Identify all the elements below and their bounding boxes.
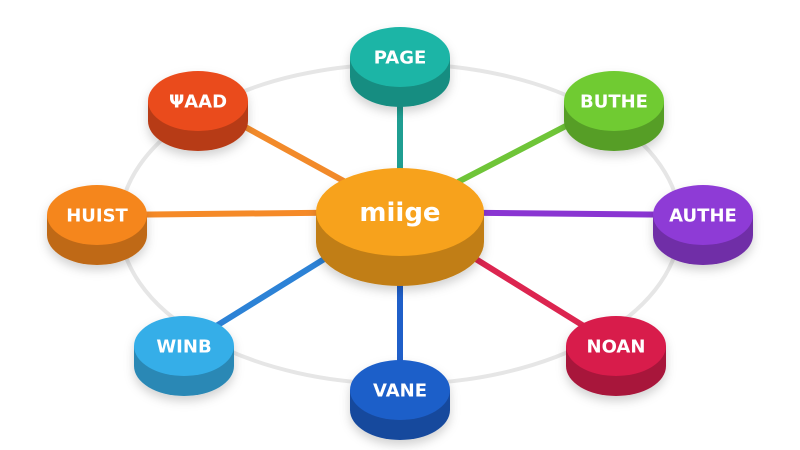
node-vane-label: VANE <box>373 381 427 402</box>
node-noan-label: NOAN <box>587 337 646 358</box>
node-winb[interactable]: WINB <box>134 316 234 396</box>
node-huist-label: HUIST <box>66 206 128 227</box>
hub-node-top <box>316 168 484 256</box>
node-vane-top <box>350 360 450 420</box>
node-authe-top <box>653 185 753 245</box>
node-yaad[interactable]: ΨAAD <box>148 71 248 151</box>
node-authe[interactable]: AUTHE <box>653 185 753 265</box>
node-page-top <box>350 27 450 87</box>
node-buthe-label: BUTHE <box>580 92 648 113</box>
node-huist[interactable]: HUIST <box>47 185 147 265</box>
node-buthe-top <box>564 71 664 131</box>
hub-node-label: miige <box>359 198 440 228</box>
node-huist-top <box>47 185 147 245</box>
node-winb-top <box>134 316 234 376</box>
node-yaad-top <box>148 71 248 131</box>
hub-node[interactable]: miige <box>316 168 484 286</box>
node-authe-label: AUTHE <box>669 206 737 227</box>
node-noan-top <box>566 316 666 376</box>
node-noan[interactable]: NOAN <box>566 316 666 396</box>
node-page[interactable]: PAGE <box>350 27 450 107</box>
node-buthe[interactable]: BUTHE <box>564 71 664 151</box>
node-vane[interactable]: VANE <box>350 360 450 440</box>
node-yaad-label: ΨAAD <box>169 92 227 113</box>
node-page-label: PAGE <box>374 48 427 69</box>
node-winb-label: WINB <box>156 337 211 358</box>
